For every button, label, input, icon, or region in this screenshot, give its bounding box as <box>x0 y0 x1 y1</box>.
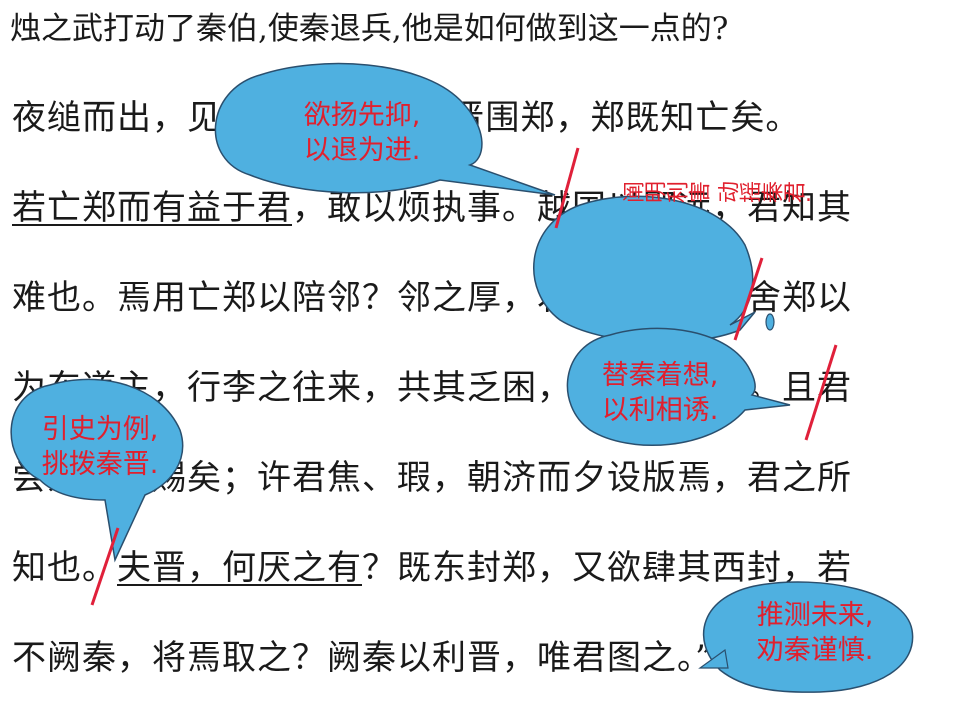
underlined-phrase-1: 若亡郑而有益于君 <box>12 188 292 228</box>
passage-line-6: 知也。夫晋，何厌之有？既东封郑，又欲肆其西封，若 <box>12 546 912 590</box>
bubble-4-shape <box>10 378 184 563</box>
bubble-3-line-1: 替秦着想, <box>601 360 719 391</box>
slash-mark-3 <box>804 344 838 441</box>
bubble-4-text: 引史为例, 挑拨秦晋. <box>20 412 180 482</box>
question-heading: 烛之武打动了秦伯,使秦退兵,他是如何做到这一点的? <box>10 11 729 47</box>
underlined-phrase-2: 夫晋，何厌之有 <box>117 548 362 588</box>
slash-mark-4 <box>90 527 120 606</box>
bubble-2-tail-dot <box>765 313 775 331</box>
bubble-1-line-2: 以退为进. <box>303 135 421 166</box>
passage-line-6-rest: ？既东封郑，又欲肆其西封，若 <box>362 548 852 588</box>
bubble-4-line-1: 引史为例, <box>41 414 159 445</box>
bubble-3-text: 替秦着想, 以利相诱. <box>580 358 740 428</box>
bubble-5-tail <box>698 648 729 669</box>
bubble-3-shape <box>566 327 791 446</box>
slash-mark-1 <box>554 147 580 229</box>
bubble-1-line-1: 欲扬先抑, <box>303 100 421 131</box>
bubble-1-shape <box>214 62 556 196</box>
bubble-4-line-2: 挑拨秦晋. <box>41 449 159 480</box>
bubble-5-line-1: 推测未来, <box>756 600 874 631</box>
bubble-3-line-2: 以利相诱. <box>601 395 719 426</box>
bubble-5-text: 推测未来, 劝秦谨慎. <box>730 598 900 668</box>
bubble-5-shape <box>702 581 914 693</box>
bubble-1-text: 欲扬先抑, 以退为进. <box>262 98 462 168</box>
bubble-2-text: 阐明利害 动摇秦君. <box>622 182 812 207</box>
bubble-5-line-2: 劝秦谨慎. <box>756 635 874 666</box>
passage-line-7: 不阙秦，将焉取之？阙秦以利晋，唯君图之。” <box>12 638 714 678</box>
slash-mark-2 <box>733 257 764 341</box>
passage-line-2: 若亡郑而有益于君，敢以烦执事。越国以鄙远，君知其 <box>12 186 912 230</box>
